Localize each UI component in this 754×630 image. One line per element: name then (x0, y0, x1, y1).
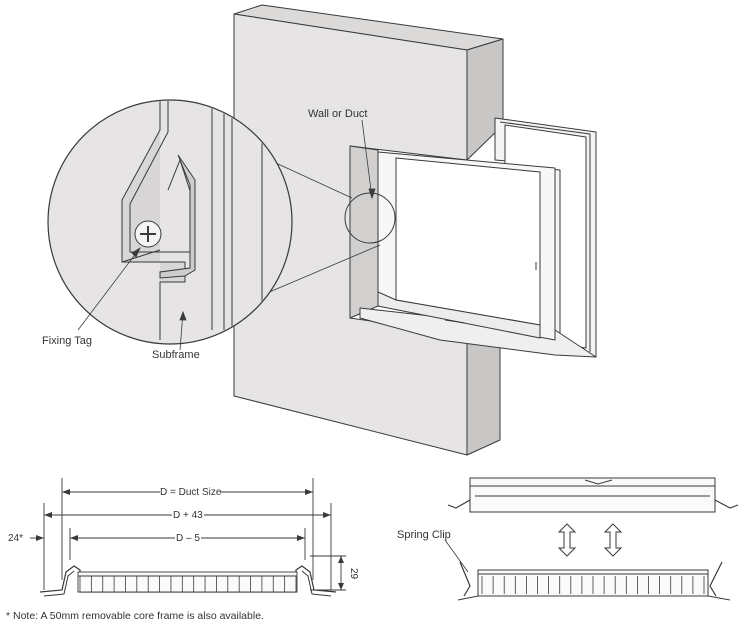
spring-clip-label: Spring Clip (397, 529, 451, 541)
fixing-tag-label: Fixing Tag (42, 335, 92, 347)
section-grille-cells (79, 576, 297, 592)
duct-size-dimension: D = Duct Size (160, 487, 222, 498)
subframe-label: Subframe (152, 349, 200, 361)
frame-assembly (359, 117, 597, 358)
height-dimension: 29 (348, 568, 359, 580)
inner-dimension: D – 5 (176, 533, 200, 544)
zoom-detail (47, 99, 396, 345)
leader-lines (77, 119, 469, 573)
offset-dimension: 24* (8, 533, 23, 544)
section-arrows (36, 489, 344, 590)
wall-block (233, 4, 504, 456)
outer-dimension: D + 43 (173, 510, 203, 521)
footnote: * Note: A 50mm removable core frame is a… (6, 610, 264, 622)
wall-or-duct-label: Wall or Duct (308, 108, 368, 120)
clip-grille-cells (481, 576, 705, 594)
